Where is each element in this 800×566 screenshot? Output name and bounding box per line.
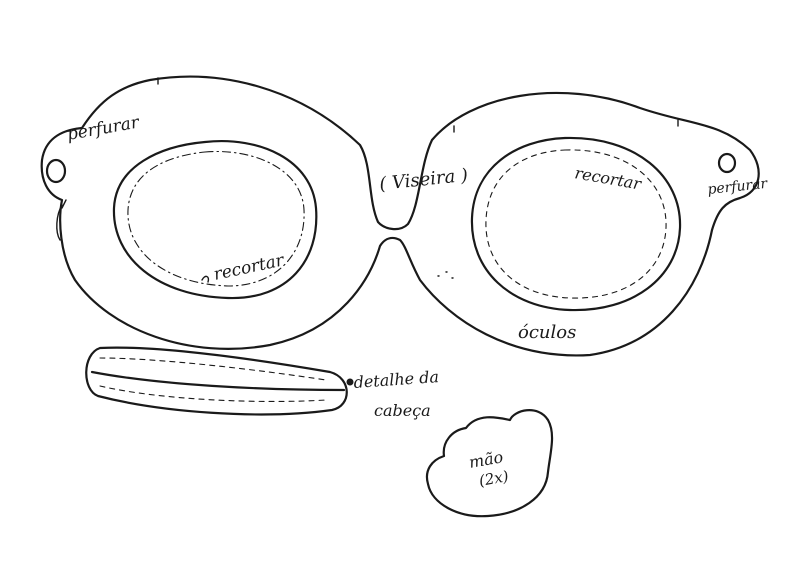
head-detail-piece: detalhe da cabeça: [85, 346, 440, 420]
viseira-label: ( Viseira ): [378, 165, 469, 195]
perfurar-left-label: perfurar: [65, 112, 141, 144]
head-detail-marker: [346, 378, 354, 386]
head-detail-outline: [85, 346, 348, 416]
head-detail-seam-top: [99, 357, 327, 381]
stitch-dots: [437, 271, 454, 279]
right-lens-inner-seam: [485, 149, 667, 299]
hand-outline: [425, 409, 554, 518]
left-lens-cutout: [112, 140, 318, 300]
oculos-label: óculos: [518, 322, 576, 343]
detalhe-label-line1: detalhe da: [353, 367, 440, 392]
glasses-visor-piece: perfurar perfurar ( Viseira ) recortar r…: [40, 75, 770, 357]
left-punch-hole: [45, 158, 67, 184]
perfurar-right-label: perfurar: [707, 176, 770, 198]
head-detail-fold: [90, 370, 346, 392]
right-lens-cutout: [470, 136, 682, 312]
glasses-outline: [40, 75, 760, 357]
notch-marks: [61, 77, 679, 209]
recortar-tick: [201, 275, 210, 283]
mao-label-line2: (2x): [478, 467, 511, 490]
head-detail-seam-bottom: [99, 385, 327, 403]
left-tab-edge: [56, 204, 63, 241]
hand-piece: mão (2x): [425, 409, 554, 518]
recortar-right-label: recortar: [573, 163, 644, 194]
detalhe-label-line2: cabeça: [374, 401, 431, 420]
right-punch-hole: [717, 152, 737, 174]
left-lens-inner-seam: [127, 150, 305, 287]
recortar-left-label: recortar: [212, 250, 287, 285]
